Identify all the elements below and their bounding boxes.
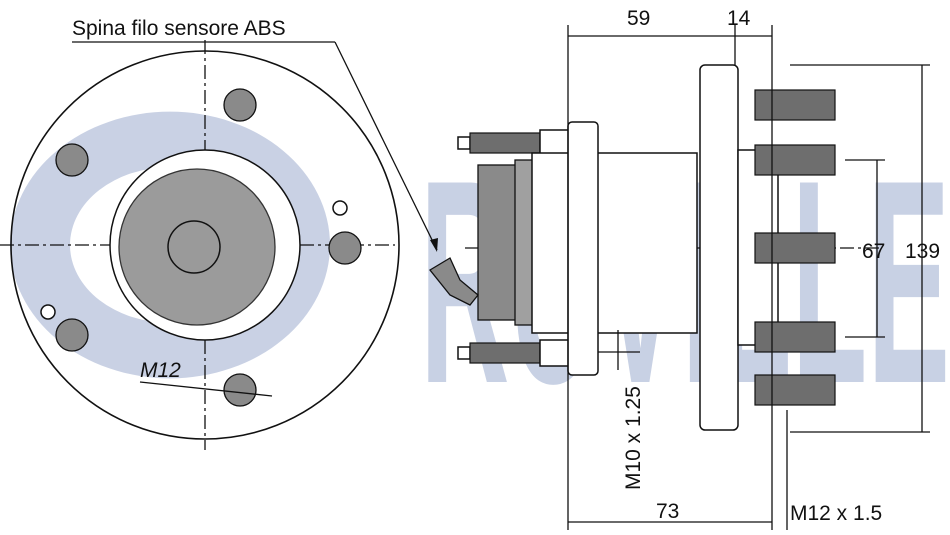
- dim-14: 14: [727, 7, 751, 30]
- dim-67: 67: [862, 240, 885, 263]
- dim-73: 73: [656, 500, 679, 523]
- dim-139: 139: [905, 240, 940, 263]
- bolt-hole: [223, 373, 257, 407]
- thread-m12: M12 x 1.5: [790, 502, 882, 525]
- wheel-stud: [754, 89, 836, 121]
- bolt-hole: [55, 143, 89, 177]
- bolt-hole: [55, 318, 89, 352]
- bolt-hole: [223, 88, 257, 122]
- dim-59: 59: [627, 7, 650, 30]
- bolt-hole: [328, 231, 362, 265]
- sensor-label: Spina filo sensore ABS: [72, 17, 286, 40]
- front-view: [0, 40, 400, 450]
- wheel-stud: [754, 321, 836, 353]
- dimensions: [567, 25, 930, 530]
- thread-m10: M10 x 1.25: [622, 386, 645, 490]
- m12-label: M12: [140, 359, 181, 382]
- side-view: [429, 64, 880, 431]
- wheel-stud: [754, 374, 836, 406]
- wheel-stud: [754, 232, 836, 264]
- wheel-stud: [754, 144, 836, 176]
